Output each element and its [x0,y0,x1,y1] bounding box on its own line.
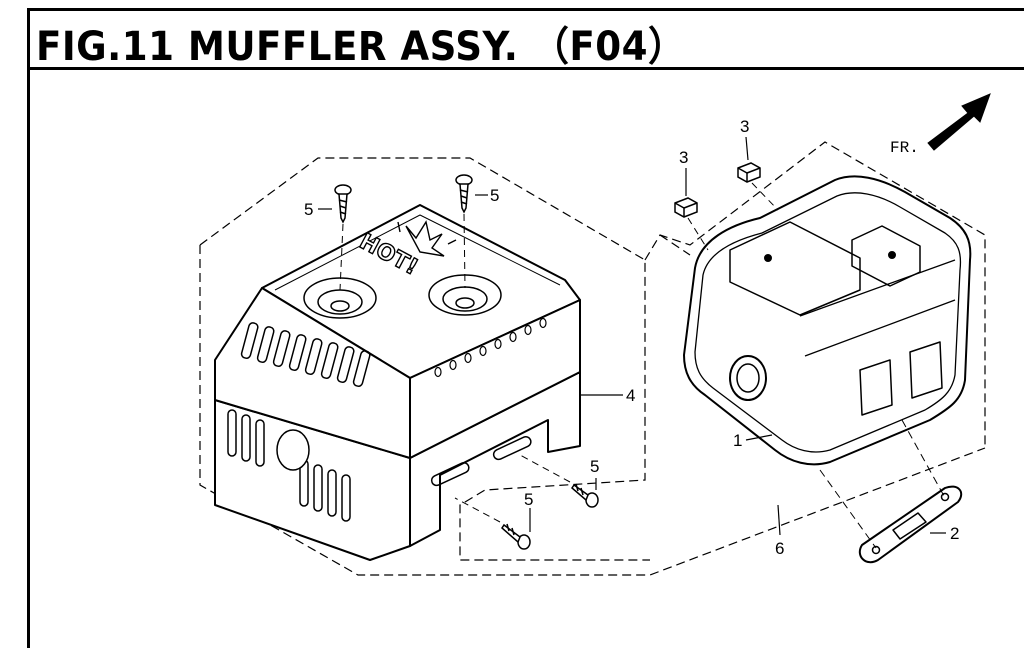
callout-5-top-right: 5 [490,186,499,205]
front-direction-indicator: FR. [890,93,991,157]
muffler-group-outline [644,141,986,448]
title-bar [27,8,1024,70]
screw-top-left [334,184,352,224]
exploded-view-diagram: HOT! [199,93,991,576]
callout-4: 4 [626,386,635,405]
screw-bottom-right [571,483,599,508]
nut-right [737,162,761,183]
callout-5-top-left: 5 [304,200,313,219]
muffler-gasket [858,485,963,564]
callout-5-bottom-middle: 5 [524,490,533,509]
callout-1: 1 [733,431,742,450]
callout-2: 2 [950,524,959,543]
screw-guides [339,213,571,523]
muffler-body [683,175,972,466]
nut-alignment-guides [687,182,779,251]
callout-5-bottom-right: 5 [590,457,599,476]
hot-flame-icon [397,220,457,257]
front-direction-label: FR. [890,139,919,157]
callout-leaders [318,136,946,536]
screw-top-right [455,174,473,214]
callout-3-left: 3 [679,148,688,167]
figure-title: FIG.11 MUFFLER ASSY. （F04） [36,24,686,70]
gasket-alignment-guides [819,419,945,549]
cover-group-outline [199,157,986,576]
front-arrow-icon [927,93,991,151]
screw-bottom-middle [501,523,531,550]
callout-3-right: 3 [740,117,749,136]
figure-frame [27,8,1024,648]
nut-left [674,197,698,218]
callout-6: 6 [775,539,784,558]
